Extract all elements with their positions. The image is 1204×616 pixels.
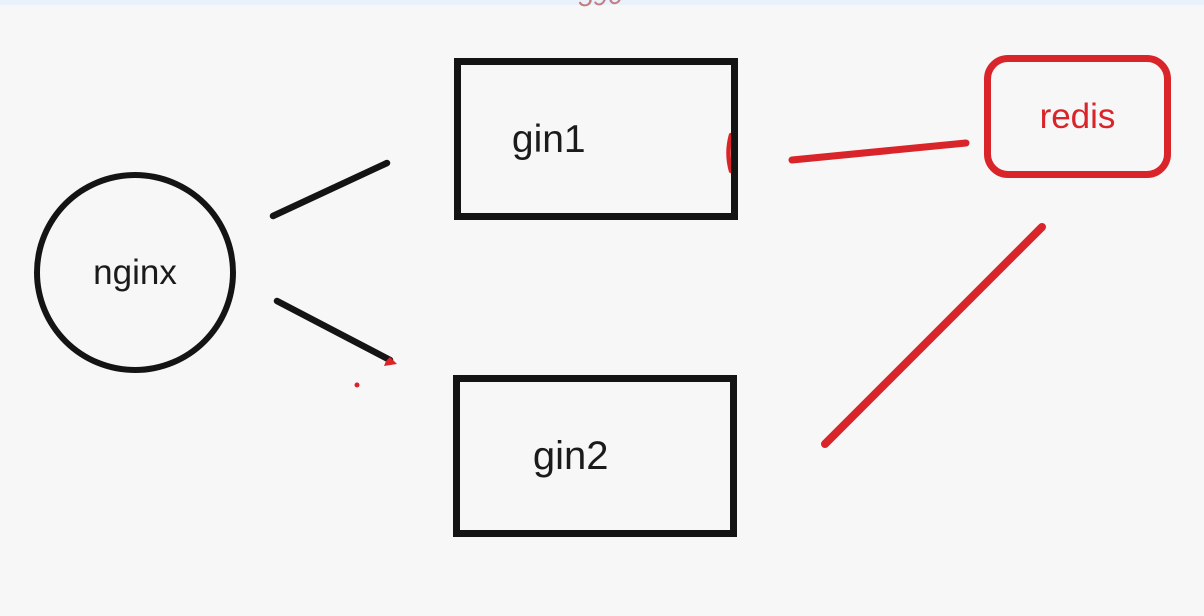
- edge-nginx-gin2-red-tip: [384, 357, 397, 366]
- window-top-edge: [0, 0, 1204, 5]
- node-gin2: gin2: [453, 375, 737, 537]
- edge-gin1-redis: [788, 139, 970, 164]
- edge-nginx-gin2: [273, 297, 394, 364]
- edge-gin2-redis: [821, 223, 1046, 448]
- node-nginx: nginx: [34, 172, 236, 373]
- stray-red-dot: [354, 382, 360, 388]
- node-redis-label: redis: [1039, 97, 1116, 136]
- node-nginx-label: nginx: [93, 253, 177, 292]
- node-gin2-label: gin2: [532, 434, 609, 478]
- node-gin1-label: gin1: [511, 117, 586, 161]
- edge-nginx-gin1: [269, 159, 391, 220]
- node-redis: redis: [984, 55, 1171, 178]
- node-gin1: gin1: [454, 58, 738, 220]
